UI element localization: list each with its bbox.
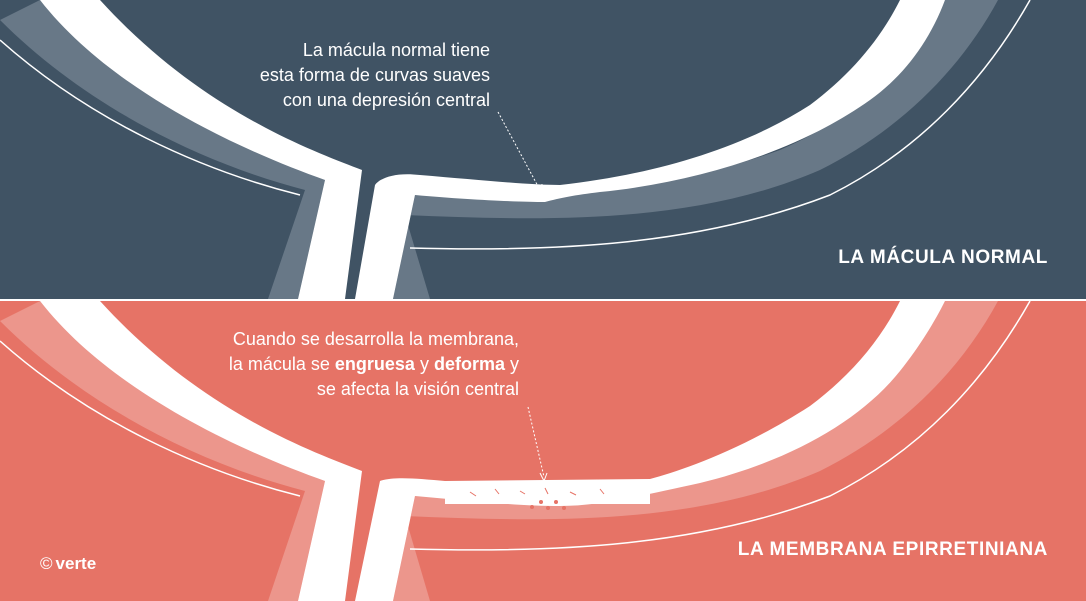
eye-wall-outer-layer bbox=[0, 301, 325, 601]
wall-line-left bbox=[0, 340, 301, 497]
caption-text: y bbox=[414, 354, 434, 374]
verte-logo: ©verte bbox=[40, 554, 96, 574]
membrane-caption: Cuando se desarrolla la membrana, la mác… bbox=[229, 327, 519, 402]
eye-wall-right-layer bbox=[393, 0, 998, 299]
wall-line-right bbox=[409, 301, 1031, 551]
normal-title: LA MÁCULA NORMAL bbox=[838, 247, 1048, 268]
caption-bold-deforma: deforma bbox=[433, 354, 505, 374]
membrane-dot bbox=[562, 506, 566, 510]
caption-bold-engruesa: engruesa bbox=[334, 354, 415, 374]
copyright-symbol: © bbox=[40, 554, 53, 573]
retina-band bbox=[40, 0, 362, 299]
normal-macula-panel: La mácula normal tiene esta forma de cur… bbox=[0, 0, 1086, 299]
retina-band bbox=[40, 301, 362, 601]
caption-text: la mácula se bbox=[228, 354, 335, 374]
retina-band-right bbox=[355, 0, 945, 299]
membrane-dot bbox=[539, 500, 543, 504]
membrane-panel: Cuando se desarrolla la membrana, la mác… bbox=[0, 301, 1086, 601]
normal-macula-illustration bbox=[0, 0, 1086, 299]
membrane-illustration bbox=[0, 301, 1086, 601]
membrane-caption-line3: se afecta la visión central bbox=[316, 379, 519, 399]
caption-text: y bbox=[504, 354, 519, 374]
logo-text: verte bbox=[55, 554, 97, 573]
wall-line-right bbox=[409, 0, 1031, 250]
normal-caption-line2: esta forma de curvas suaves bbox=[259, 65, 490, 85]
membrane-title: LA MEMBRANA EPIRRETINIANA bbox=[737, 539, 1048, 560]
pointer-arrowhead bbox=[535, 183, 543, 195]
retina-band-right bbox=[355, 301, 945, 601]
normal-caption: La mácula normal tiene esta forma de cur… bbox=[260, 38, 490, 113]
pointer-line bbox=[497, 111, 541, 191]
eye-wall-outer-layer bbox=[0, 0, 325, 299]
membrane-wrinkles bbox=[469, 487, 605, 497]
normal-caption-line1: La mácula normal tiene bbox=[302, 40, 490, 60]
membrane-caption-line1: Cuando se desarrolla la membrana, bbox=[232, 329, 519, 349]
membrane-dot bbox=[546, 506, 550, 510]
membrane-dot bbox=[554, 500, 558, 504]
membrane-dot bbox=[530, 505, 534, 509]
normal-caption-line3: con una depresión central bbox=[282, 90, 490, 110]
eye-wall-right-layer bbox=[393, 301, 998, 601]
membrane-caption-line2: la mácula se engruesa y deforma y bbox=[229, 352, 519, 377]
wall-line-left bbox=[0, 39, 301, 196]
pointer-arrowhead bbox=[539, 472, 548, 483]
